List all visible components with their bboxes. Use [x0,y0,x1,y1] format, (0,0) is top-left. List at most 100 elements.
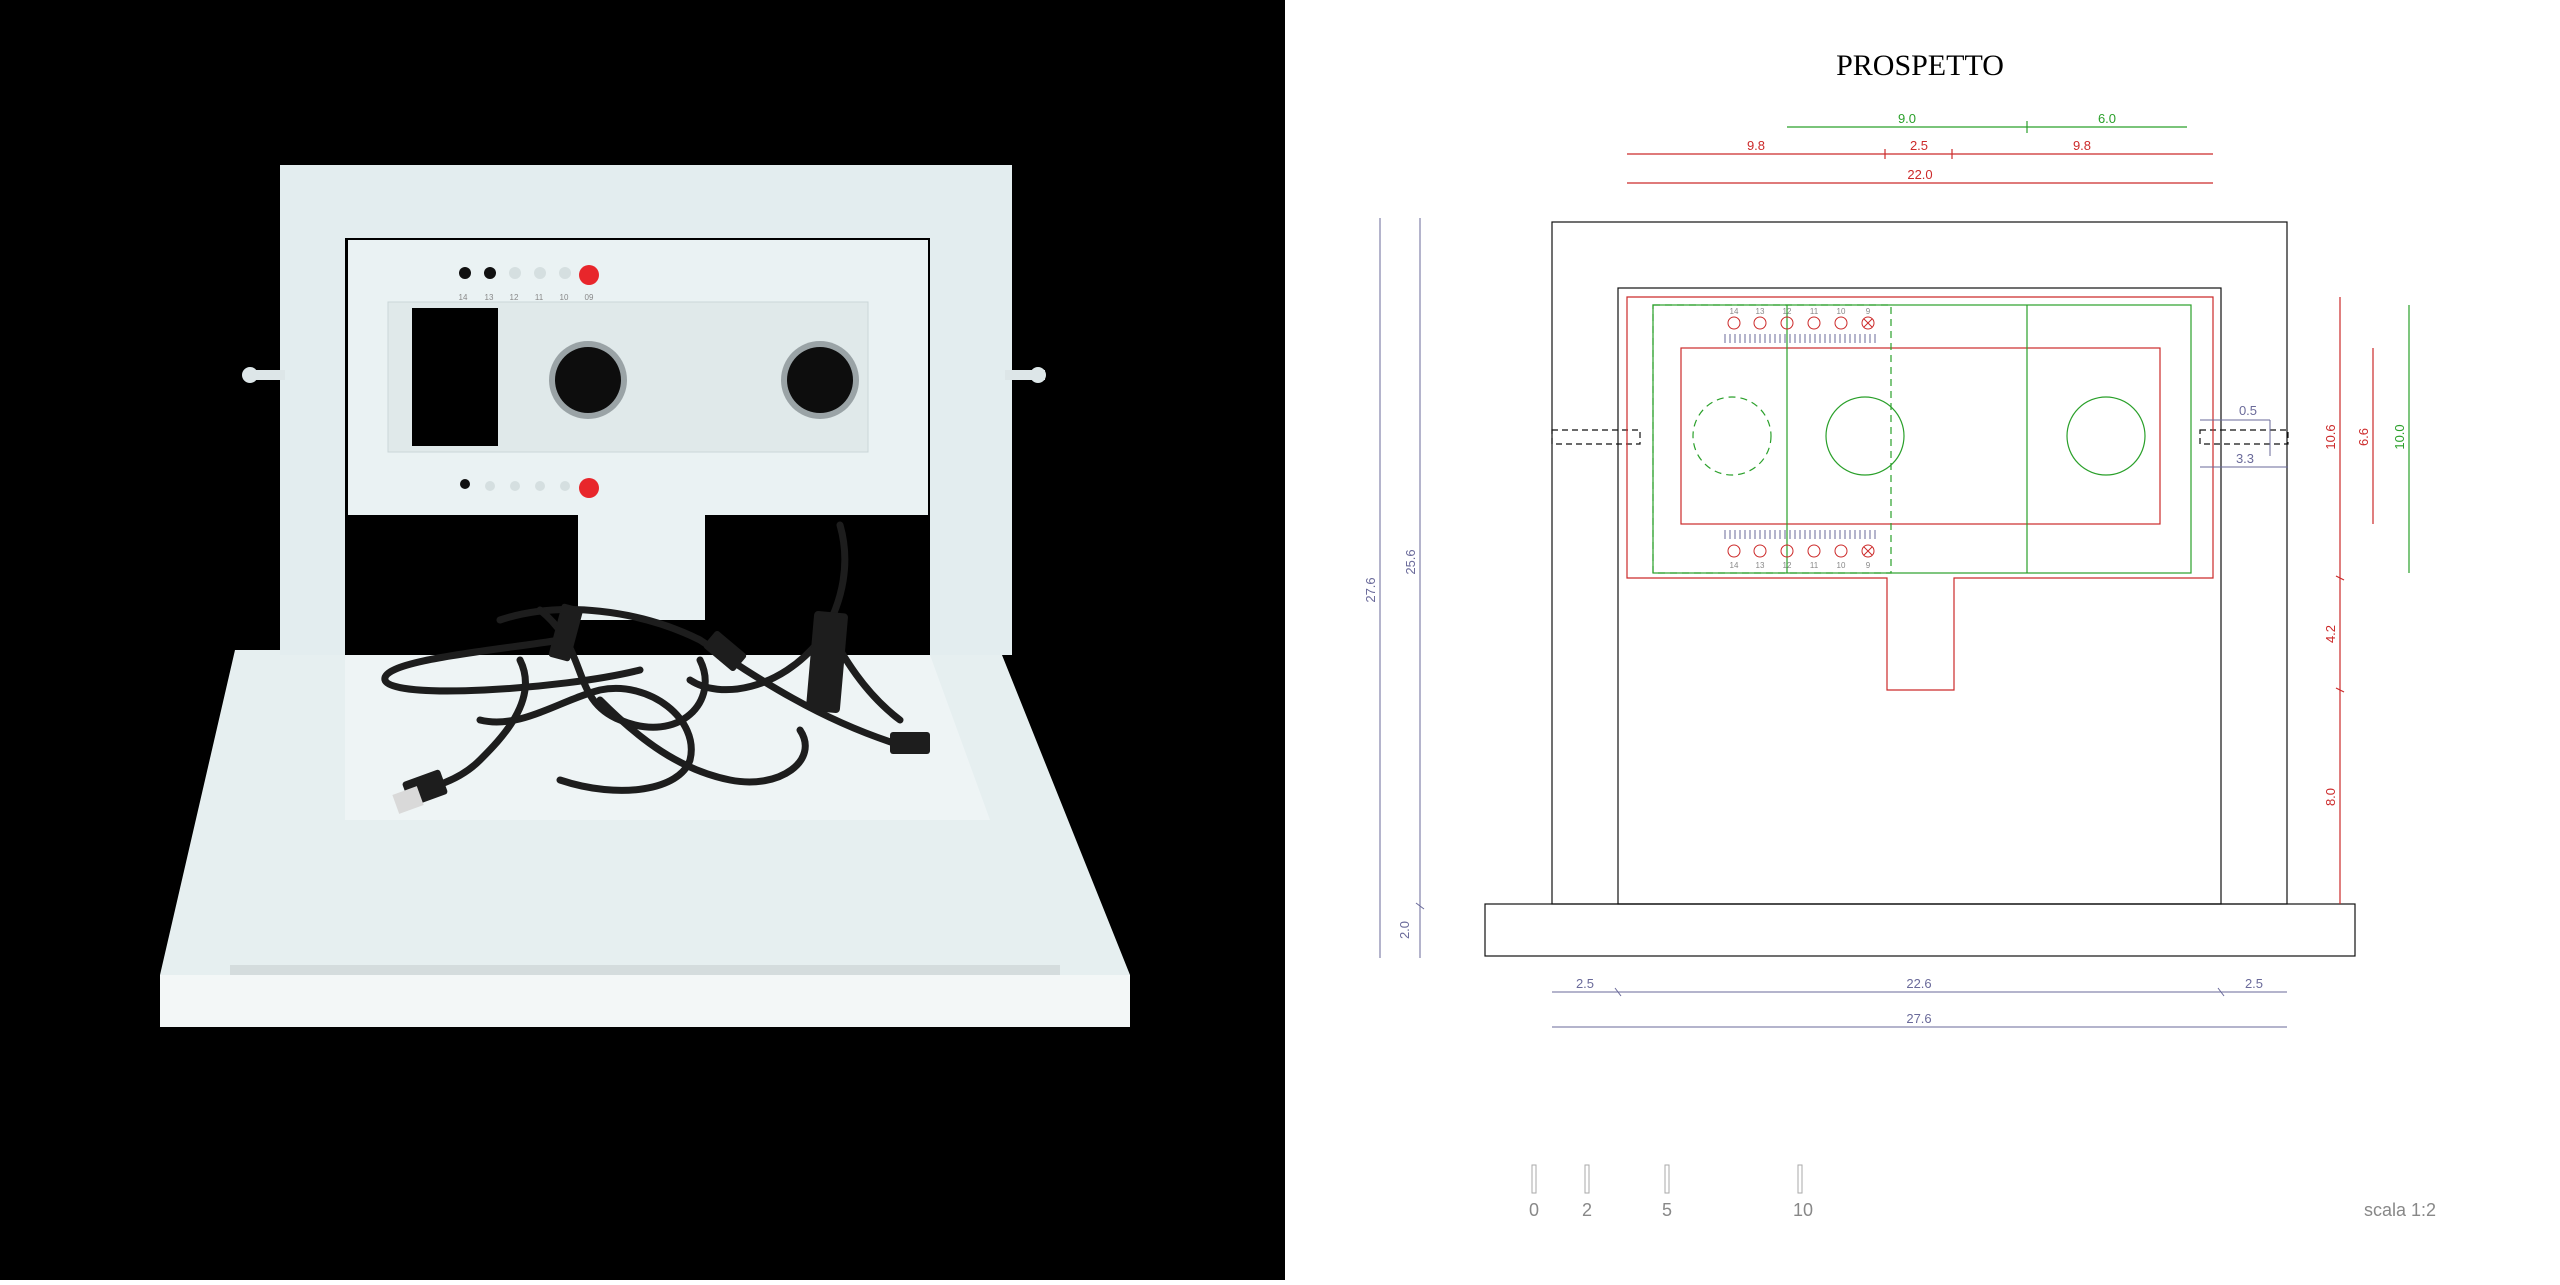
base-plate [1484,903,2356,957]
dim-label: 2.5 [1576,976,1594,991]
dim-label: 9.8 [2073,138,2091,153]
panel-outline [1626,296,2214,691]
photo-led-label: 09 [585,293,594,302]
photo-led [460,479,470,489]
red-dim-tick [2335,687,2345,693]
base-ledge [230,965,1060,975]
photo-led [534,267,546,279]
photo-led [510,481,520,491]
photo-led-label: 12 [510,293,519,302]
led-number-top: 9 [1866,307,1871,316]
led-circle [1753,316,1767,330]
scale-label: scala 1:2 [2364,1200,2436,1220]
led-circle [1753,544,1767,558]
dim-label: 25.6 [1403,549,1418,574]
cable-ferrite [548,603,583,662]
inner-frame [1617,287,2222,905]
cable-ferrite [806,611,848,713]
photo-led [559,267,571,279]
left-knob-circle [1825,396,1905,476]
photo-led-label: 13 [485,293,494,302]
led-number-top: 11 [1810,307,1819,316]
scale-tick-label: 5 [1662,1200,1672,1220]
dim-label: 10.0 [2392,424,2407,449]
led-circle [1834,316,1848,330]
blue-dim-tick [2217,987,2225,997]
display-cutout [412,308,498,446]
led-circle [1807,316,1821,330]
led-circle [1861,544,1875,558]
display-module-dashed [1652,304,1892,574]
photo-led [535,481,545,491]
red-dim-tick [2335,575,2345,581]
led-number-bottom: 13 [1756,561,1765,570]
led-number-bottom: 9 [1866,561,1871,570]
right-knob [787,347,853,413]
left-pin-outline [1551,429,1641,445]
led-circle [1780,316,1794,330]
photo-led [560,481,570,491]
dim-label: 27.6 [1906,1011,1931,1026]
scale-tick-label: 2 [1582,1200,1592,1220]
drawing-title: PROSPETTO [1836,49,2004,82]
photo-red-button [579,478,599,498]
dim-label: 4.2 [2323,625,2338,643]
module-outline [1652,304,2192,574]
photo-led [485,481,495,491]
led-cross [1863,318,1873,328]
dim-label: 2.5 [2245,976,2263,991]
usb-plug [392,786,424,814]
scale-bar-tick [1584,1164,1590,1194]
photo-led [484,267,496,279]
led-circle [1807,544,1821,558]
ruler-hatch-top [1724,334,1876,343]
led-cross [1863,546,1873,556]
dim-label: 6.0 [2098,111,2116,126]
photo-led [459,267,471,279]
photo-led-label: 10 [560,293,569,302]
photo-red-button [579,265,599,285]
led-circle [1861,316,1875,330]
scale-bar-tick [1531,1164,1537,1194]
panel-window-outline [1680,347,2161,525]
dim-label: 8.0 [2323,788,2338,806]
right-knob-circle [2066,396,2146,476]
led-number-bottom: 10 [1837,561,1846,570]
dim-label: 6.6 [2356,428,2371,446]
led-number-bottom: 14 [1730,561,1739,570]
usb-connector [890,732,930,754]
left-pin [245,370,285,380]
prospetto-svg: PROSPETTO 9.0 6.0 9.8 2.5 9.8 22.0 [1363,49,2436,1220]
scale-tick-label: 10 [1793,1200,1813,1220]
led-circle [1727,544,1741,558]
blue-dim-tick [1614,987,1622,997]
photo-led-label: 14 [459,293,468,302]
dim-label: 27.6 [1363,577,1378,602]
led-number-bottom: 11 [1810,561,1819,570]
scale-bar-tick [1797,1164,1803,1194]
dim-label: 9.8 [1747,138,1765,153]
dim-label: 22.0 [1907,167,1932,182]
outer-frame [1551,221,2288,905]
led-number-top: 12 [1783,307,1792,316]
scale-bar-tick [1664,1164,1670,1194]
scale-tick-label: 0 [1529,1200,1539,1220]
dim-label: 22.6 [1906,976,1931,991]
dim-label: 3.3 [2236,451,2254,466]
model-photo: 14 13 12 11 10 09 [0,0,1285,1280]
led-circle [1834,544,1848,558]
display-circle-dashed [1692,396,1772,476]
right-pin-outline [2199,429,2289,445]
led-number-top: 10 [1837,307,1846,316]
blue-dim-tick [1415,902,1425,910]
led-number-top: 13 [1756,307,1765,316]
photo-led [509,267,521,279]
right-pin [1005,370,1045,380]
dim-label: 10.6 [2323,424,2338,449]
usb-connector [703,630,747,672]
left-pin-knob [242,367,258,383]
dim-label: 2.0 [1397,921,1412,939]
base-front [160,975,1130,1027]
frame [280,165,1012,655]
